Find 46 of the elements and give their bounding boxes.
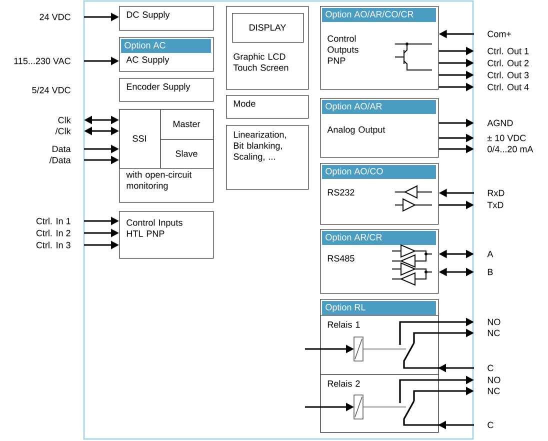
terminal-label: Ctrl. Out 3	[488, 72, 529, 78]
terminal-label: Clk	[58, 116, 71, 124]
terminal-label: Ctrl. In 1	[36, 218, 70, 224]
relay-section: Relais 2	[320, 374, 439, 433]
arrow	[403, 342, 474, 372]
terminal-label: C	[488, 364, 494, 372]
ssi-cell: Slave	[160, 139, 214, 169]
option-module: Option AC AC Supply	[119, 37, 214, 72]
ssi-cell: Master	[160, 109, 214, 140]
terminal-label: Ctrl. In 3	[36, 242, 70, 248]
terminal-label: 5/24 VDC	[32, 86, 70, 94]
module-box: Control Inputs HTL PNP	[119, 211, 214, 259]
terminal-label: C	[488, 422, 494, 428]
terminal-label: RxD	[488, 190, 504, 196]
terminal-label: /Data	[49, 156, 71, 164]
option-module: Option AO/CO RS232	[320, 163, 439, 225]
terminal-label: B	[488, 268, 493, 276]
module-box: Linearization, Bit blanking, Scaling, ...	[226, 125, 309, 190]
terminal-label: /Clk	[55, 128, 71, 134]
terminal-label: 115...230 VAC	[14, 58, 70, 64]
terminal-label: NC	[488, 388, 500, 394]
terminal-label: 0/4...20 mA	[488, 146, 534, 152]
terminal-label: 24 VDC	[40, 14, 70, 20]
ssi-cell: SSI	[119, 109, 161, 169]
option-module: Option AO/AR Analog Output	[320, 98, 439, 158]
module-box: Encoder Supply	[119, 78, 214, 102]
terminal-label: Ctrl. Out 1	[488, 48, 529, 54]
module-box: Mode	[226, 95, 309, 119]
arrow	[403, 400, 474, 430]
relay-section: Relais 1	[320, 315, 439, 375]
terminal-label: NC	[488, 330, 500, 336]
terminal-label: TxD	[487, 202, 504, 208]
terminal-label: Com+	[488, 30, 512, 38]
module-box: DC Supply	[119, 6, 214, 31]
display-box: DISPLAY	[232, 13, 304, 43]
terminal-label: Ctrl. Out 4	[488, 84, 529, 90]
terminal-label: ± 10 VDC	[487, 134, 526, 142]
terminal-label: NO	[488, 376, 500, 384]
option-module: Option AR/CR RS485	[320, 229, 439, 294]
terminal-label: AGND	[487, 120, 513, 126]
terminal-label: Ctrl. Out 2	[488, 60, 529, 66]
terminal-label: Data	[52, 146, 71, 152]
terminal-label: A	[487, 250, 494, 258]
option-module: Option AO/AR/CO/CR Control Outputs PNP	[320, 6, 439, 90]
terminal-label: NO	[488, 318, 500, 326]
terminal-label: Ctrl. In 2	[36, 230, 70, 236]
